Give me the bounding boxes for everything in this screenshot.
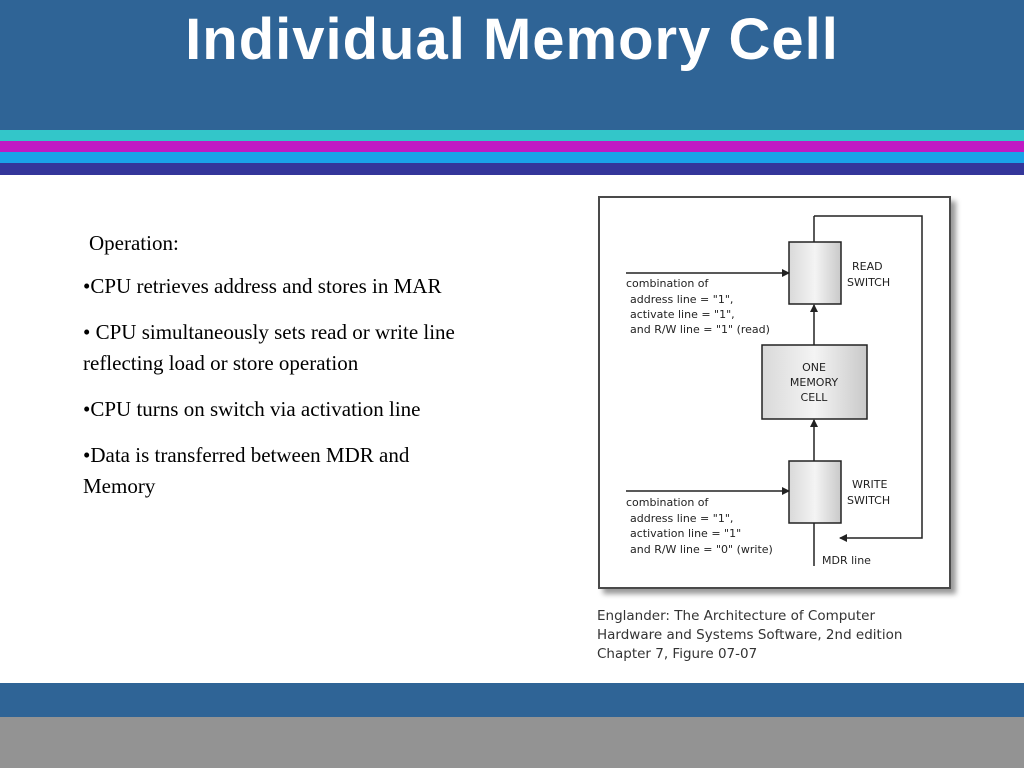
- memory-cell-label: MEMORY: [790, 376, 839, 389]
- bullet-item: •CPU turns on switch via activation line: [83, 397, 421, 421]
- memory-cell-diagram: READ SWITCH combination of address line …: [598, 196, 951, 589]
- write-input-text: activation line = "1": [630, 527, 741, 540]
- read-input-text: and R/W line = "1" (read): [630, 323, 770, 336]
- footer-base: [0, 717, 1024, 768]
- read-input-text: address line = "1",: [630, 293, 733, 306]
- read-input-text: activate line = "1",: [630, 308, 735, 321]
- stripe-magenta: [0, 141, 1024, 152]
- bullet-item: •Data is transferred between MDR and Mem…: [83, 443, 410, 498]
- read-switch-label: SWITCH: [847, 276, 890, 289]
- intro-text: Operation:: [89, 231, 179, 255]
- read-input-text: combination of: [626, 277, 710, 290]
- footer-bar: [0, 683, 1024, 717]
- caption-line: Chapter 7, Figure 07-07: [597, 646, 758, 662]
- caption-line: Englander: The Architecture of Computer: [597, 608, 876, 624]
- read-switch-label: READ: [852, 260, 883, 273]
- caption-line: Hardware and Systems Software, 2nd editi…: [597, 627, 903, 643]
- bullet-list: Operation: •CPU retrieves address and st…: [83, 228, 468, 517]
- stripe-cyan: [0, 130, 1024, 141]
- bullet-item: •CPU retrieves address and stores in MAR: [83, 274, 442, 298]
- mdr-line-label: MDR line: [822, 554, 871, 567]
- write-input-text: and R/W line = "0" (write): [630, 543, 773, 556]
- bullet-item: • CPU simultaneously sets read or write …: [83, 320, 455, 375]
- write-switch-label: WRITE: [852, 478, 887, 491]
- read-switch-box: [788, 241, 842, 305]
- title-bar: Individual Memory Cell: [0, 0, 1024, 130]
- slide-title: Individual Memory Cell: [185, 7, 839, 72]
- write-switch-box: [788, 460, 842, 524]
- write-input-text: combination of: [626, 496, 710, 509]
- memory-cell-box: [761, 344, 868, 420]
- write-input-text: address line = "1",: [630, 512, 733, 525]
- memory-cell-label: CELL: [801, 391, 829, 404]
- figure-caption: Englander: The Architecture of Computer …: [597, 607, 1017, 664]
- memory-cell-label: ONE: [802, 361, 826, 374]
- stripe-navy: [0, 163, 1024, 175]
- stripe-blue: [0, 152, 1024, 163]
- feedback-loop-line: [814, 215, 923, 542]
- write-switch-label: SWITCH: [847, 494, 890, 507]
